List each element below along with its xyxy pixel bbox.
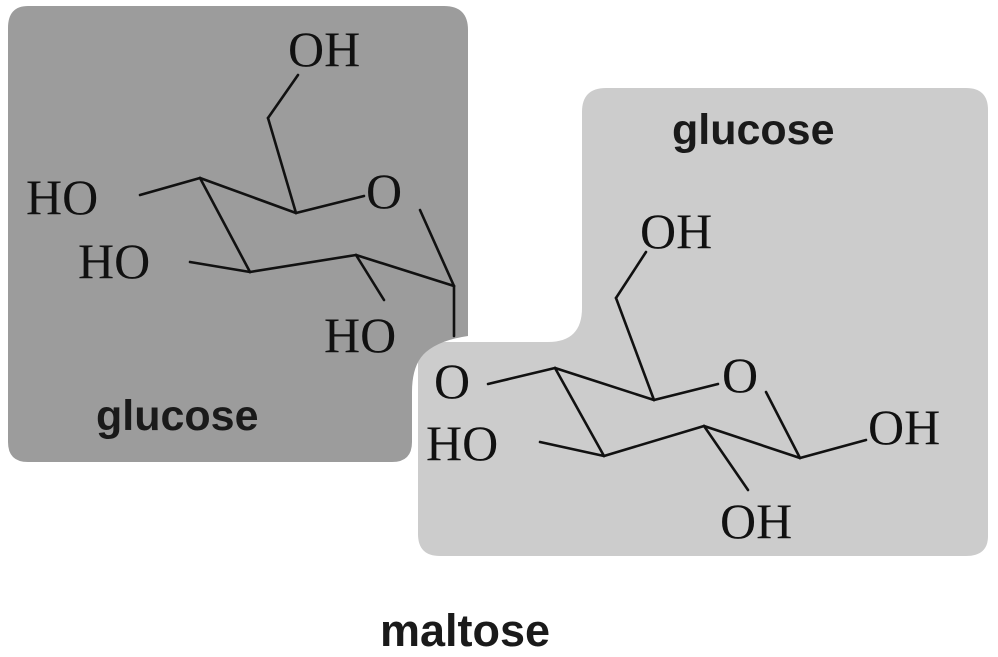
left-c4-hydroxyl-label: HO (26, 169, 98, 225)
bond-l-c6-oh (266, 73, 300, 120)
glycosidic-oxygen-label: O (434, 353, 470, 409)
right-glucose-panel (418, 88, 988, 556)
left-ring-bonds (138, 73, 456, 338)
bond-r-c5-c6 (614, 296, 656, 402)
right-ch2oh-label: OH (640, 203, 712, 259)
bond-l-c2-c3 (248, 253, 358, 274)
bond-l-c5-c6 (266, 116, 298, 215)
right-c3-hydroxyl-label: HO (426, 415, 498, 471)
bond-r-c4-c5 (553, 366, 656, 402)
bond-r-c6-oh (614, 250, 648, 300)
right-ring-bonds (486, 250, 868, 492)
right-ring-oxygen-label: O (722, 347, 758, 403)
bond-r-c2-oh (702, 424, 750, 492)
left-glucose-panel (8, 6, 468, 462)
bond-l-c3-oh (188, 260, 252, 274)
bond-r-c3-oh (538, 440, 606, 458)
bond-l-c1-c2 (354, 253, 456, 288)
bond-r-o-c1 (764, 390, 802, 460)
bond-r-c1-c2 (702, 424, 802, 460)
left-glucose-label: glucose (96, 392, 259, 440)
bond-l-c2-oh (354, 253, 386, 302)
maltose-caption: maltose (380, 605, 550, 656)
left-c2-hydroxyl-label: HO (324, 307, 396, 363)
bond-r-c5-o (652, 382, 720, 402)
bond-l-c4-c5 (198, 176, 298, 215)
right-c1-hydroxyl-label: OH (868, 399, 940, 455)
left-ch2oh-label: OH (288, 21, 360, 77)
bond-r-c2-c3 (602, 424, 706, 458)
bond-r-c3-c4 (553, 366, 606, 458)
bond-l-c3-c4 (198, 176, 252, 274)
bond-l-o-c1 (418, 208, 456, 288)
left-ring-oxygen-label: O (366, 163, 402, 219)
right-glucose-label: glucose (672, 106, 835, 154)
right-c2-hydroxyl-label: OH (720, 493, 792, 549)
bond-r-c4-glycosidic (486, 366, 557, 386)
bond-l-c4-oh (138, 176, 202, 197)
left-c3-hydroxyl-label: HO (78, 233, 150, 289)
bond-l-c5-o (294, 194, 366, 215)
bond-r-c1-oh (798, 438, 868, 460)
